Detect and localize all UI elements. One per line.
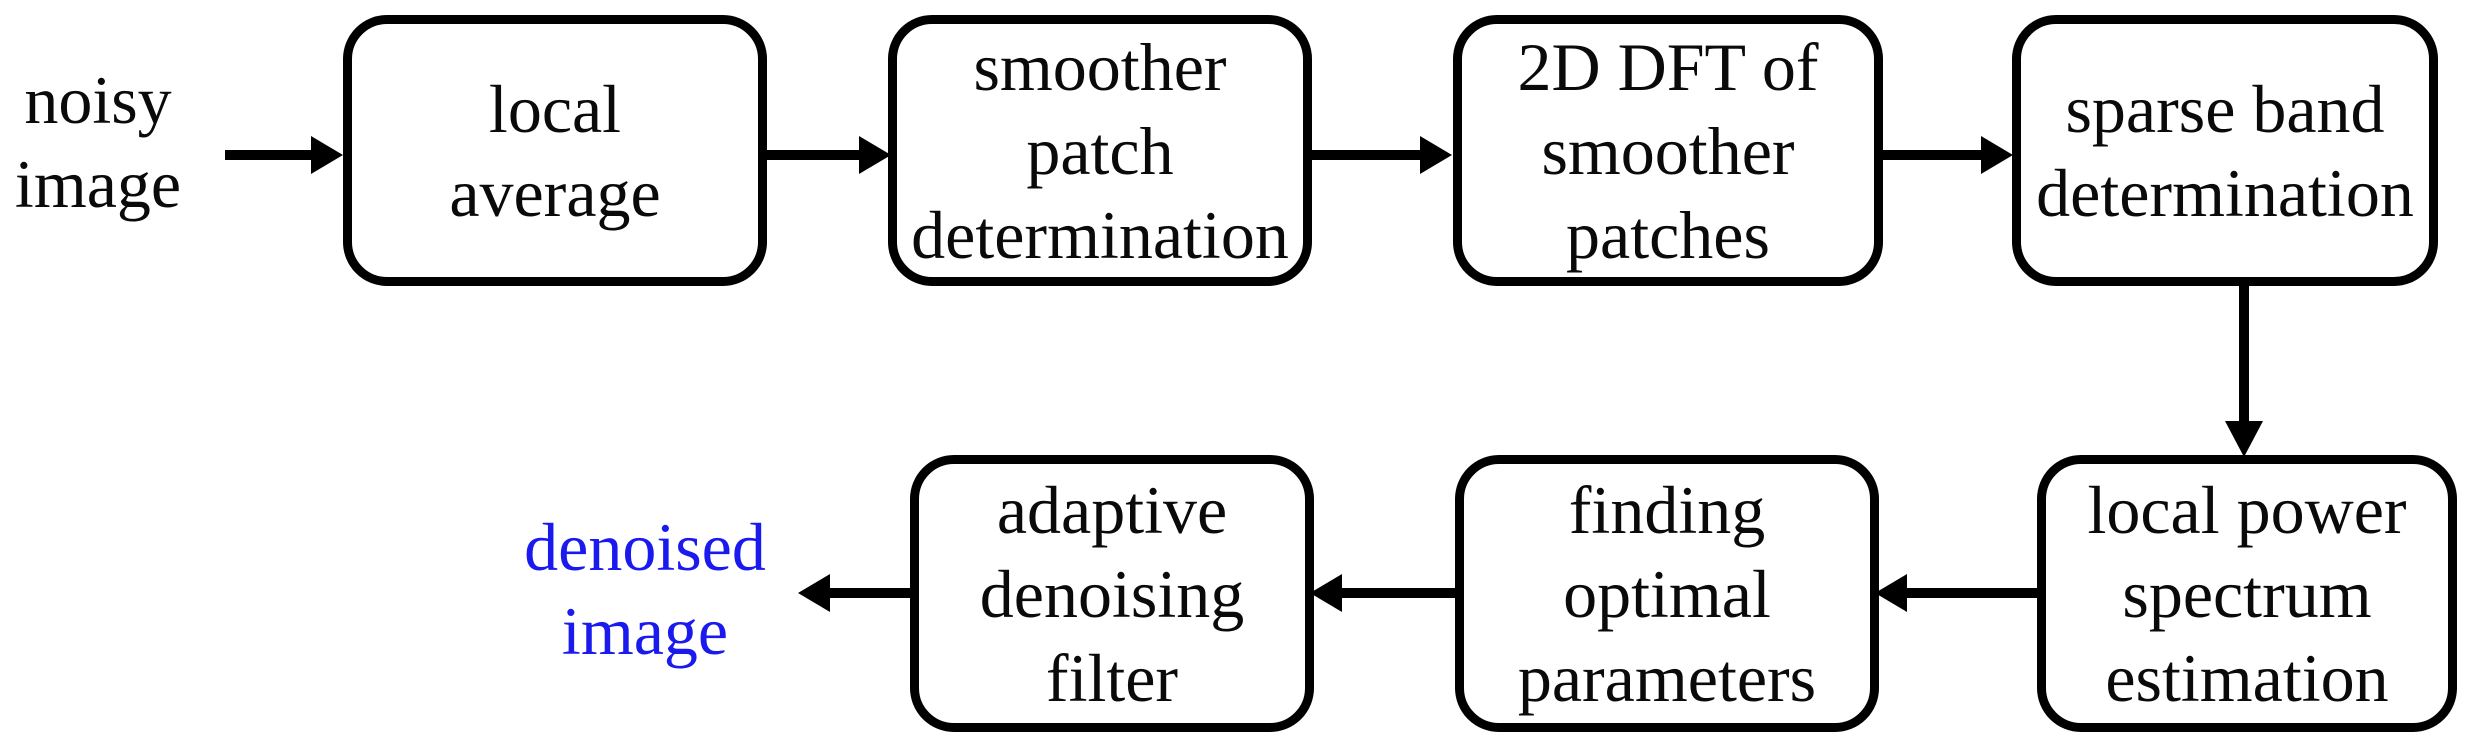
arrow-head-right-icon [1981,136,2013,174]
arrow-head-left-icon [1310,574,1342,612]
box-local-power-spectrum-estimation: local power spectrum estimation [2037,455,2457,732]
box-label-line: optimal [1563,555,1771,632]
arrow-head-down-icon [2225,421,2263,457]
arrow-shaft [828,588,912,598]
arrow-shaft [225,150,313,160]
box-finding-optimal-parameters: finding optimal parameters [1455,455,1879,732]
arrow-head-right-icon [859,136,891,174]
box-label-line: finding [1568,471,1766,548]
box-label-line: smoother [1541,112,1795,189]
box-label-line: sparse band [2065,70,2385,147]
box-label-line: estimation [2105,639,2389,716]
box-sparse-band-determination: sparse band determination [2012,15,2438,286]
arrow-head-right-icon [1420,136,1452,174]
arrow-shaft [763,150,861,160]
arrow-shaft [1340,588,1457,598]
box-label-line: spectrum [2122,555,2372,632]
box-label-line: average [449,154,661,231]
denoised-image-label: denoised image [445,505,845,673]
box-label-line: patches [1566,196,1770,273]
arrow-head-left-icon [1875,574,1907,612]
arrow-shaft [1308,150,1422,160]
box-adaptive-denoising-filter: adaptive denoising filter [910,455,1314,732]
noisy-image-label: noisy image [0,58,196,226]
denoised-image-label-line: image [561,593,729,669]
arrow-head-right-icon [311,136,343,174]
box-label-line: patch [1026,112,1174,189]
box-label-line: filter [1045,639,1179,716]
box-label-line: adaptive [996,471,1228,548]
denoised-image-label-line: denoised [524,509,766,585]
box-label-line: determination [2036,154,2414,231]
box-label-line: determination [911,196,1289,273]
box-label-line: smoother [973,28,1227,105]
box-label-line: 2D DFT of [1517,28,1819,105]
arrow-shaft [1879,150,1983,160]
box-2d-dft-of-smoother-patches: 2D DFT of smoother patches [1453,15,1883,286]
box-smoother-patch-determination: smoother patch determination [888,15,1312,286]
box-label-line: local [488,70,622,147]
arrow-shaft [2239,283,2249,423]
noisy-image-label-line: image [14,146,182,222]
box-label-line: local power [2087,471,2407,548]
noisy-image-label-line: noisy [24,62,172,138]
box-label-line: denoising [979,555,1245,632]
arrow-head-left-icon [798,574,830,612]
box-local-average: local average [343,15,767,286]
box-label-line: parameters [1517,639,1817,716]
arrow-shaft [1905,588,2039,598]
